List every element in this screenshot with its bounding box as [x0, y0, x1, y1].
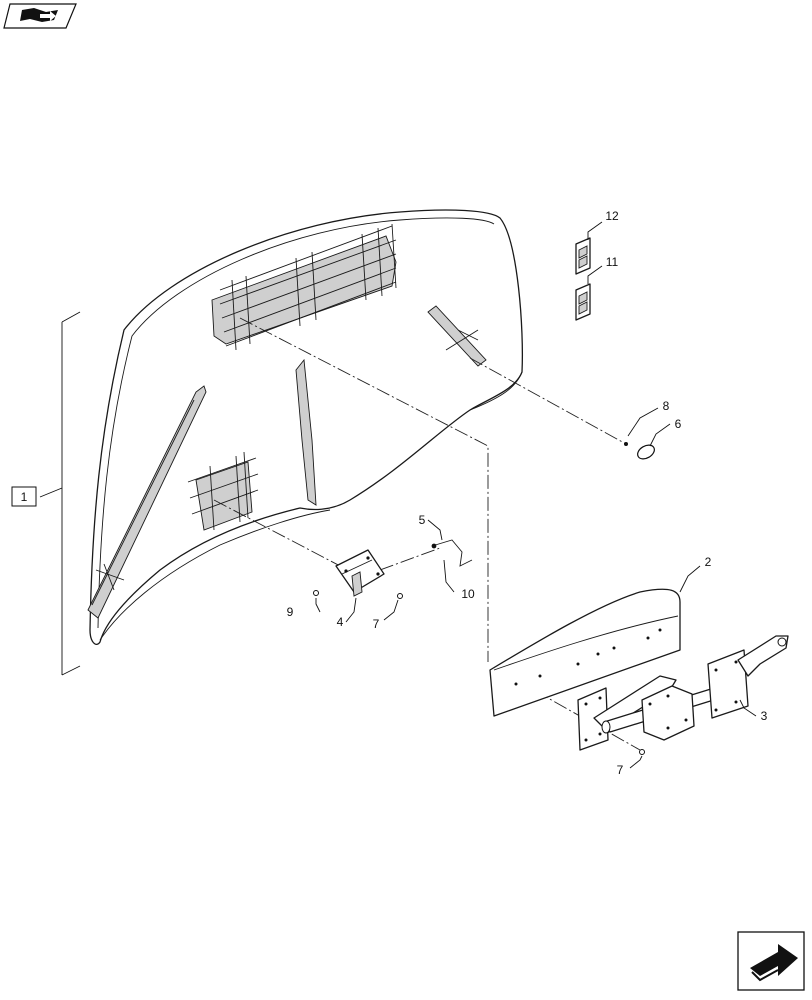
part-6-ring	[637, 444, 655, 460]
callout-12: 12	[605, 209, 619, 223]
hood-right-fin	[427, 305, 487, 367]
part-8-pin	[624, 442, 628, 446]
callout-10: 10	[461, 587, 475, 601]
callout-7b: 7	[617, 763, 624, 777]
callout-3: 3	[761, 709, 768, 723]
part-4-bracket	[335, 549, 385, 597]
part-3-hinge	[577, 635, 789, 751]
part-5-rod	[431, 539, 473, 567]
decal-12	[575, 237, 591, 275]
decal-11	[575, 283, 591, 321]
callout-7a: 7	[373, 617, 380, 631]
callout-5: 5	[419, 513, 426, 527]
bracket-callout-1	[11, 311, 81, 676]
manual-book-icon[interactable]	[3, 3, 77, 29]
bolt-7b	[639, 749, 645, 755]
part-2-panel	[489, 588, 681, 717]
callout-6: 6	[675, 417, 682, 431]
callout-9: 9	[287, 605, 294, 619]
hood-upper-lattice	[211, 223, 397, 351]
bolt-7a	[397, 593, 403, 599]
callout-2: 2	[705, 555, 712, 569]
callout-1: 1	[21, 490, 28, 504]
callout-8: 8	[663, 399, 670, 413]
callout-leaders	[315, 221, 757, 769]
callout-11: 11	[606, 255, 619, 269]
hood-panel	[87, 209, 523, 645]
next-page-arrow-icon[interactable]	[737, 931, 805, 991]
bolt-9	[313, 590, 319, 596]
callout-4: 4	[337, 615, 344, 629]
